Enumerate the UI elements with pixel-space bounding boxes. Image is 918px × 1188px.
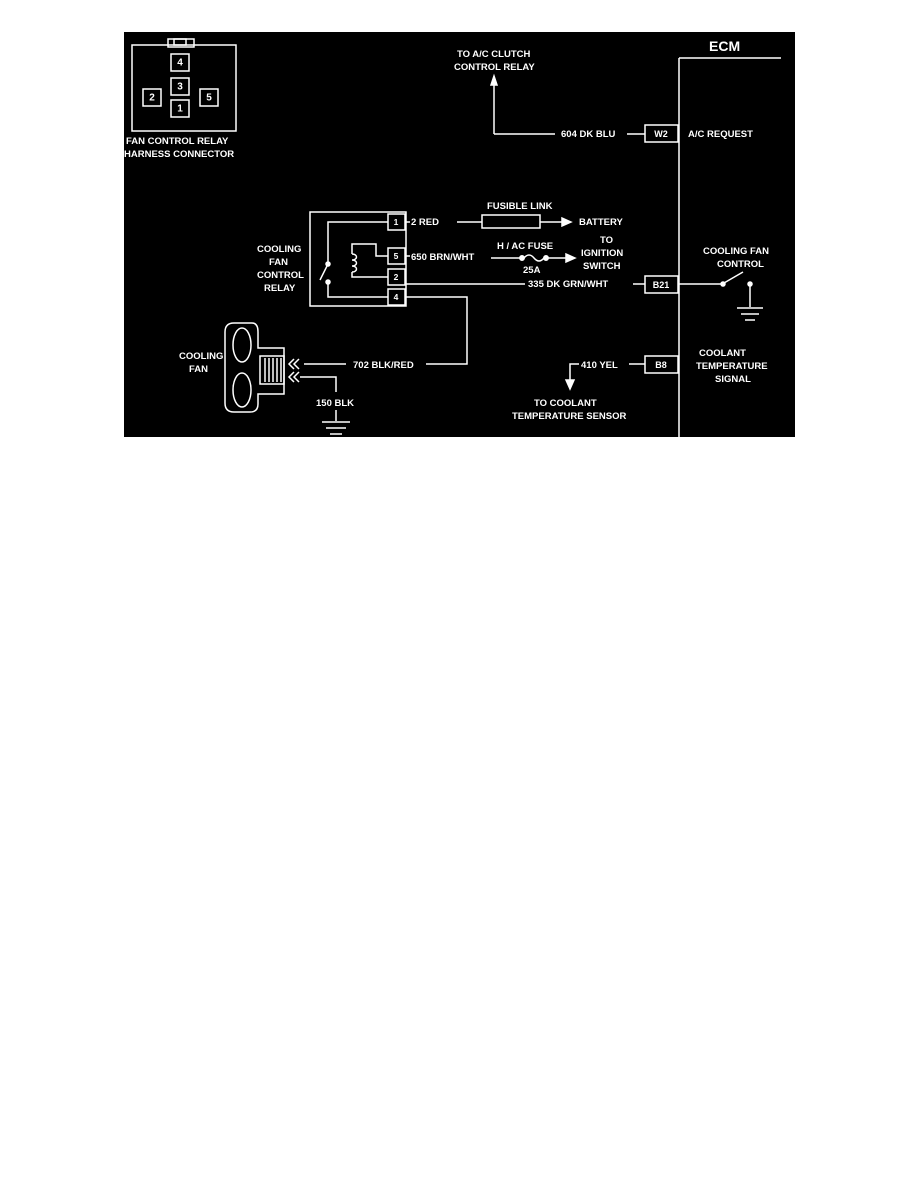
- coolant-sensor-arrow: [564, 379, 576, 391]
- wire-604-label: 604 DK BLU: [561, 129, 616, 140]
- ac-clutch-line2: CONTROL RELAY: [454, 62, 535, 73]
- ecm-pin-b21-label: B21: [653, 280, 670, 290]
- connector-pin-5: [199, 88, 219, 107]
- fan-ground-circuit: 150 BLK: [287, 371, 354, 435]
- connector-pin-3: [170, 77, 190, 96]
- connector-pin-4-label: 4: [177, 58, 183, 69]
- ecm-cooling-fan-control-line2: CONTROL: [717, 259, 764, 270]
- relay-label-line3: CONTROL: [257, 270, 304, 281]
- ecm-cooling-fan-control-line1: COOLING FAN: [703, 246, 769, 257]
- wire-2-red-label: 2 RED: [411, 217, 439, 228]
- ecm-ac-request-label: A/C REQUEST: [688, 129, 753, 140]
- cooling-fan-wiring-diagram: 4 3 2 1 5 FAN CONTROL RELAY HARNESS CONN…: [124, 32, 795, 437]
- connector-pin-2: [142, 88, 162, 107]
- connector-label-line2: HARNESS CONNECTOR: [124, 149, 234, 160]
- battery-label: BATTERY: [579, 217, 623, 228]
- ignition-circuit: 650 BRN/WHT H / AC FUSE 25A TO IGNITION …: [405, 235, 623, 276]
- wire-650-label: 650 BRN/WHT: [411, 252, 475, 263]
- fan-label-line2: FAN: [189, 364, 208, 375]
- fan-label-line1: COOLING: [179, 351, 223, 362]
- fuse-name-label: H / AC FUSE: [497, 241, 553, 252]
- ecm-coolant-signal-line1: COOLANT: [699, 348, 746, 359]
- connector-pin-3-label: 3: [177, 82, 183, 93]
- battery-arrow: [561, 216, 573, 228]
- fuse-symbol: [523, 254, 545, 262]
- relay-pin-2-label: 2: [394, 272, 399, 282]
- wire-335-label: 335 DK GRN/WHT: [528, 279, 608, 290]
- fan-control-circuit: 335 DK GRN/WHT: [405, 279, 645, 290]
- ignition-arrow: [565, 252, 577, 264]
- fan-ground-symbol: [322, 421, 350, 435]
- relay-pin-5-label: 5: [394, 251, 399, 261]
- relay-label-line1: COOLING: [257, 244, 301, 255]
- fan-housing: [224, 322, 285, 413]
- connector-pin-4: [170, 53, 190, 72]
- ecm-block: ECM W2 A/C REQUEST B21 B8 COOLING FAN CO…: [644, 38, 781, 437]
- connector-pin-1-label: 1: [177, 104, 183, 115]
- fuse-rating-label: 25A: [523, 265, 541, 276]
- fan-feed-circuit: 702 BLK/RED: [287, 296, 468, 371]
- relay-contact-arm: [319, 263, 329, 281]
- relay-label-line2: FAN: [269, 257, 288, 268]
- cooling-fan-control-relay: COOLING FAN CONTROL RELAY 1 5 2 4: [257, 211, 407, 307]
- ac-clutch-circuit: TO A/C CLUTCH CONTROL RELAY 604 DK BLU: [454, 49, 645, 140]
- battery-circuit: 2 RED FUSIBLE LINK BATTERY: [405, 201, 623, 229]
- connector-pin-5-label: 5: [206, 93, 212, 104]
- ecm-title: ECM: [709, 38, 740, 54]
- coolant-sensor-line2: TEMPERATURE SENSOR: [512, 411, 627, 422]
- ignition-line3: SWITCH: [583, 261, 621, 272]
- relay-coil: [351, 253, 358, 273]
- ecm-pin-b8-label: B8: [655, 360, 667, 370]
- fan-control-switch-contact: [723, 271, 744, 284]
- fan-blade-lower: [232, 372, 252, 408]
- ecm-coolant-signal-line2: TEMPERATURE: [696, 361, 768, 372]
- fusible-link-symbol: [481, 214, 541, 229]
- relay-pin-1-label: 1: [394, 217, 399, 227]
- ecm-ground-symbol: [737, 307, 763, 321]
- fan-connector: [259, 355, 285, 385]
- connector-label-line1: FAN CONTROL RELAY: [126, 136, 229, 147]
- cooling-fan-motor: COOLING FAN: [179, 322, 285, 413]
- ignition-line1: TO: [600, 235, 613, 246]
- relay-pin-4-label: 4: [394, 292, 399, 302]
- connector-pin-1: [170, 99, 190, 118]
- coolant-sensor-circuit: 410 YEL TO COOLANT TEMPERATURE SENSOR: [512, 360, 645, 422]
- connector-pin-2-label: 2: [149, 93, 155, 104]
- ac-clutch-arrow: [489, 73, 499, 86]
- relay-label-line4: RELAY: [264, 283, 296, 294]
- wire-410-label: 410 YEL: [581, 360, 618, 371]
- coolant-sensor-line1: TO COOLANT: [534, 398, 597, 409]
- ecm-pin-w2-label: W2: [654, 129, 668, 139]
- fan-blade-upper: [232, 327, 252, 363]
- ac-clutch-line1: TO A/C CLUTCH: [457, 49, 530, 60]
- wire-150-label: 150 BLK: [316, 398, 354, 409]
- ecm-coolant-signal-line3: SIGNAL: [715, 374, 751, 385]
- fusible-link-label: FUSIBLE LINK: [487, 201, 553, 212]
- ignition-line2: IGNITION: [581, 248, 623, 259]
- relay-harness-connector: 4 3 2 1 5 FAN CONTROL RELAY HARNESS CONN…: [124, 38, 237, 160]
- wire-702-label: 702 BLK/RED: [353, 360, 414, 371]
